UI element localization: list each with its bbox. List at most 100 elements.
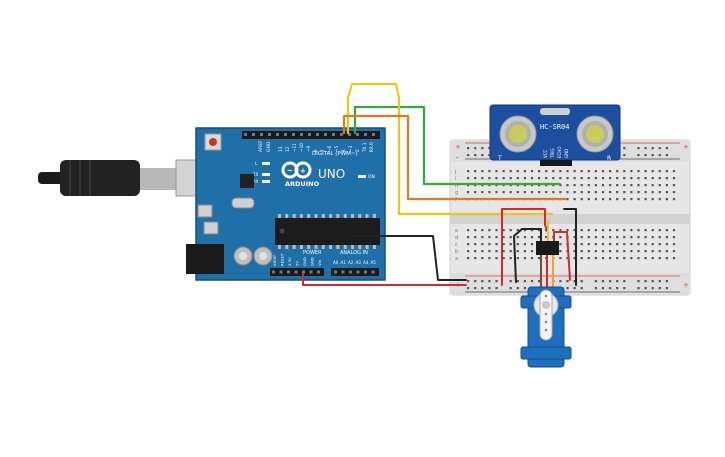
brand-label: ARDUINO	[285, 180, 320, 188]
on-label: ON	[368, 174, 375, 180]
sensor-t-mark: T	[497, 155, 502, 162]
wire-black-gnd[interactable]	[351, 235, 467, 281]
digital-pin-label: 7	[320, 149, 325, 152]
servo-motor[interactable]	[520, 286, 572, 368]
l-label: L	[255, 161, 258, 166]
power-pin-label: RESET	[280, 253, 285, 266]
header-pin[interactable]	[316, 133, 319, 136]
digital-pin-label: ~10	[299, 143, 304, 152]
power-pin[interactable]	[309, 270, 313, 274]
header-pin[interactable]	[300, 133, 303, 136]
digital-pin-label: ~5	[334, 145, 339, 152]
rail-plus-top: +	[455, 143, 461, 151]
digital-pin-label: ~11	[292, 143, 297, 152]
power-pin[interactable]	[317, 270, 320, 274]
power-pin-label: IOREF	[272, 255, 277, 266]
analog-pin[interactable]	[356, 270, 360, 274]
header-pin[interactable]	[324, 133, 327, 136]
analog-pin-label: A5	[371, 260, 377, 265]
power-pin[interactable]	[287, 270, 290, 274]
sensor-pin-label: TRIG	[550, 148, 555, 159]
row-letter: c	[455, 242, 458, 248]
analog-pin-label: A0	[333, 260, 339, 265]
aref-label: AREF	[258, 140, 264, 152]
analog-pin[interactable]	[334, 270, 337, 274]
svg-text:+: +	[300, 167, 306, 175]
analog-pin-label: A2	[348, 260, 354, 265]
header-pin[interactable]	[284, 133, 287, 136]
usb-cable	[38, 159, 201, 197]
header-pin[interactable]	[244, 133, 247, 136]
power-pin[interactable]	[294, 270, 298, 274]
reset-button-cap[interactable]	[209, 138, 217, 146]
gnd-label: GND	[266, 141, 272, 152]
arduino-logo: − +	[281, 161, 312, 179]
digital-pin-label: RX 0	[369, 142, 374, 152]
rail-plus-top-right: +	[683, 143, 689, 151]
wires	[302, 82, 577, 286]
row-letter: h	[455, 183, 458, 189]
header-pin[interactable]	[268, 133, 271, 136]
rail-minus-top: -	[456, 154, 459, 162]
digital-pin-label: ~3	[348, 145, 353, 152]
header-pin[interactable]	[332, 133, 335, 136]
power-pin[interactable]	[279, 270, 283, 274]
header-pin[interactable]	[364, 133, 367, 136]
center-channel	[450, 214, 690, 224]
sensor-r-mark: R	[607, 155, 611, 162]
header-pin[interactable]	[340, 133, 343, 136]
tx-label: TX	[252, 172, 258, 177]
sensor-name: HC-SR04	[540, 123, 570, 131]
header-pin[interactable]	[252, 133, 255, 136]
row-letter: a	[455, 256, 458, 262]
wire-black-bb[interactable]	[563, 208, 577, 286]
power-label: POWER	[303, 250, 322, 256]
sensor-pin-label: ECHO	[557, 147, 562, 158]
header-pin[interactable]	[292, 133, 295, 136]
crystal	[231, 197, 255, 209]
power-pin-label: 5V	[295, 261, 300, 266]
header-pin[interactable]	[308, 133, 311, 136]
power-jack	[186, 244, 224, 274]
row-letter: d	[455, 235, 458, 241]
wire-orange[interactable]	[342, 114, 568, 201]
analog-header	[331, 268, 379, 276]
digital-label: DIGITAL (PWM~)	[312, 151, 358, 157]
servo-lead-black[interactable]	[513, 228, 542, 283]
power-pin[interactable]	[302, 270, 305, 274]
analog-pin[interactable]	[371, 270, 375, 274]
usb-chip	[240, 174, 254, 188]
wire-red-bb[interactable]	[501, 208, 549, 286]
wire-red-5v[interactable]	[302, 273, 467, 286]
wire-yellow[interactable]	[346, 82, 554, 216]
header-pin[interactable]	[260, 133, 263, 136]
servo-lead-red[interactable]	[553, 231, 571, 281]
model-label: UNO	[318, 167, 345, 181]
power-pin-label: 3.3V	[287, 257, 292, 266]
header-pin[interactable]	[372, 133, 375, 136]
power-pin-label: GND	[310, 257, 315, 266]
analog-pin[interactable]	[341, 270, 345, 274]
analog-pin-label: A3	[356, 260, 362, 265]
header-pin[interactable]	[348, 133, 351, 136]
sensor-pin-label: VCC	[543, 149, 548, 158]
digital-pin-label: 13	[278, 146, 283, 152]
header-pin[interactable]	[276, 133, 279, 136]
power-pin-label: Vin	[317, 259, 322, 266]
digital-pin-label: ~6	[327, 145, 332, 152]
power-pin[interactable]	[272, 270, 275, 274]
digital-pin-label: ~9	[306, 145, 311, 152]
analog-pin[interactable]	[349, 270, 352, 274]
analog-pin-label: A1	[341, 260, 347, 265]
analog-pin[interactable]	[364, 270, 367, 274]
header-pin[interactable]	[356, 133, 359, 136]
